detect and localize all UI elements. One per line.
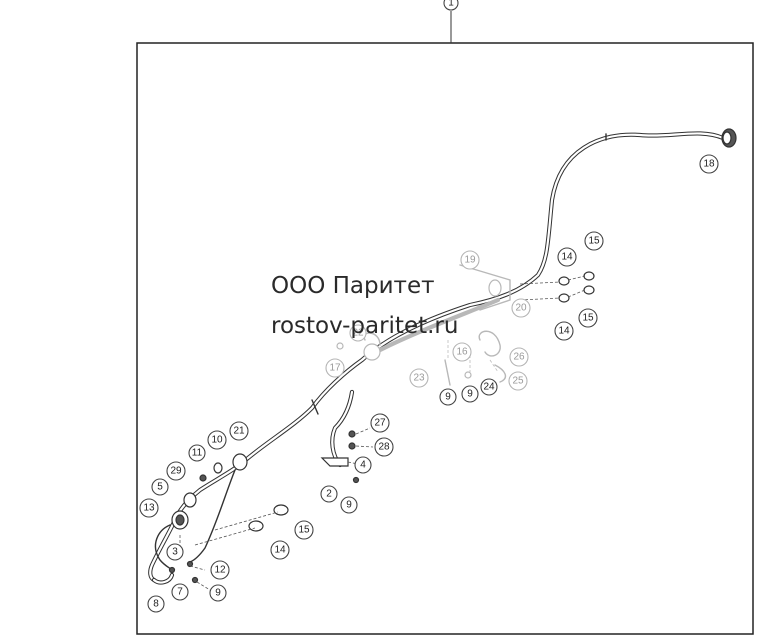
callout-5: 5 xyxy=(151,478,169,496)
svg-text:20: 20 xyxy=(515,303,527,314)
callout-1: 1 xyxy=(443,0,459,11)
callout-12: 12 xyxy=(210,560,230,580)
diagram-frame xyxy=(136,42,754,635)
svg-text:3: 3 xyxy=(172,547,178,558)
callout-18: 18 xyxy=(699,154,719,174)
svg-text:25: 25 xyxy=(512,376,524,387)
svg-text:14: 14 xyxy=(561,252,573,263)
svg-text:28: 28 xyxy=(378,442,390,453)
svg-text:5: 5 xyxy=(157,482,163,493)
watermark-url: rostov-paritet.ru xyxy=(271,313,458,339)
svg-text:10: 10 xyxy=(211,435,223,446)
svg-text:17: 17 xyxy=(329,363,341,374)
o-ring-group-right xyxy=(519,271,595,303)
svg-text:9: 9 xyxy=(215,588,221,599)
callout-9-left: 9 xyxy=(209,584,227,602)
callout-15-left: 15 xyxy=(294,520,314,540)
callout-15-right-top: 15 xyxy=(584,231,604,251)
left-hose-group xyxy=(151,453,289,591)
callout-7: 7 xyxy=(171,583,189,601)
callout-15-right-bottom: 15 xyxy=(578,308,598,328)
callout-21: 21 xyxy=(229,421,249,441)
callout-11: 11 xyxy=(188,444,206,462)
svg-text:23: 23 xyxy=(413,373,425,384)
svg-text:11: 11 xyxy=(192,448,203,459)
callout-9-mid-a: 9 xyxy=(439,388,457,406)
callout-14-right-bottom: 14 xyxy=(554,321,574,341)
svg-text:29: 29 xyxy=(170,466,182,477)
bracket-branch xyxy=(320,389,374,484)
svg-text:7: 7 xyxy=(177,587,183,598)
svg-text:15: 15 xyxy=(298,525,310,536)
callout-4: 4 xyxy=(354,456,372,474)
svg-text:16: 16 xyxy=(456,347,468,358)
svg-text:18: 18 xyxy=(703,159,715,170)
svg-text:19: 19 xyxy=(464,255,476,266)
svg-text:21: 21 xyxy=(233,426,245,437)
callout-3: 3 xyxy=(166,543,184,561)
svg-text:1: 1 xyxy=(448,0,454,9)
svg-text:12: 12 xyxy=(214,565,226,576)
svg-text:15: 15 xyxy=(582,313,594,324)
svg-text:9: 9 xyxy=(346,500,352,511)
svg-text:2: 2 xyxy=(326,489,332,500)
callout-28: 28 xyxy=(374,437,394,457)
callout-10: 10 xyxy=(207,430,227,450)
callout-24: 24 xyxy=(480,378,498,396)
callout-29: 29 xyxy=(166,461,186,481)
callout-13: 13 xyxy=(139,498,159,518)
callout-8: 8 xyxy=(147,595,165,613)
svg-text:9: 9 xyxy=(467,389,473,400)
callout-14-right-top: 14 xyxy=(557,247,577,267)
svg-text:14: 14 xyxy=(274,545,286,556)
callout-14-left: 14 xyxy=(270,540,290,560)
end-fitting-18 xyxy=(721,128,737,148)
svg-text:27: 27 xyxy=(374,418,386,429)
callout-20: 20 xyxy=(511,298,531,318)
callout-23: 23 xyxy=(409,368,429,388)
svg-text:4: 4 xyxy=(360,460,366,471)
svg-text:22: 22 xyxy=(352,328,364,339)
callout-16: 16 xyxy=(452,342,472,362)
callout-19: 19 xyxy=(460,250,480,270)
callout-22: 22 xyxy=(349,324,367,342)
callout-9-mid-b: 9 xyxy=(461,385,479,403)
svg-text:9: 9 xyxy=(445,392,451,403)
svg-text:15: 15 xyxy=(588,236,600,247)
svg-text:24: 24 xyxy=(483,382,495,393)
callout-25: 25 xyxy=(508,371,528,391)
svg-text:13: 13 xyxy=(143,503,155,514)
svg-text:8: 8 xyxy=(153,599,159,610)
svg-text:14: 14 xyxy=(558,326,570,337)
svg-text:26: 26 xyxy=(513,352,525,363)
callout-17: 17 xyxy=(325,358,345,378)
callout-2: 2 xyxy=(320,485,338,503)
callout-9-bracket: 9 xyxy=(340,496,358,514)
callout-27: 27 xyxy=(370,413,390,433)
callout-26: 26 xyxy=(509,347,529,367)
main-pipe xyxy=(148,131,726,583)
watermark-company: ООО Паритет xyxy=(271,273,435,299)
